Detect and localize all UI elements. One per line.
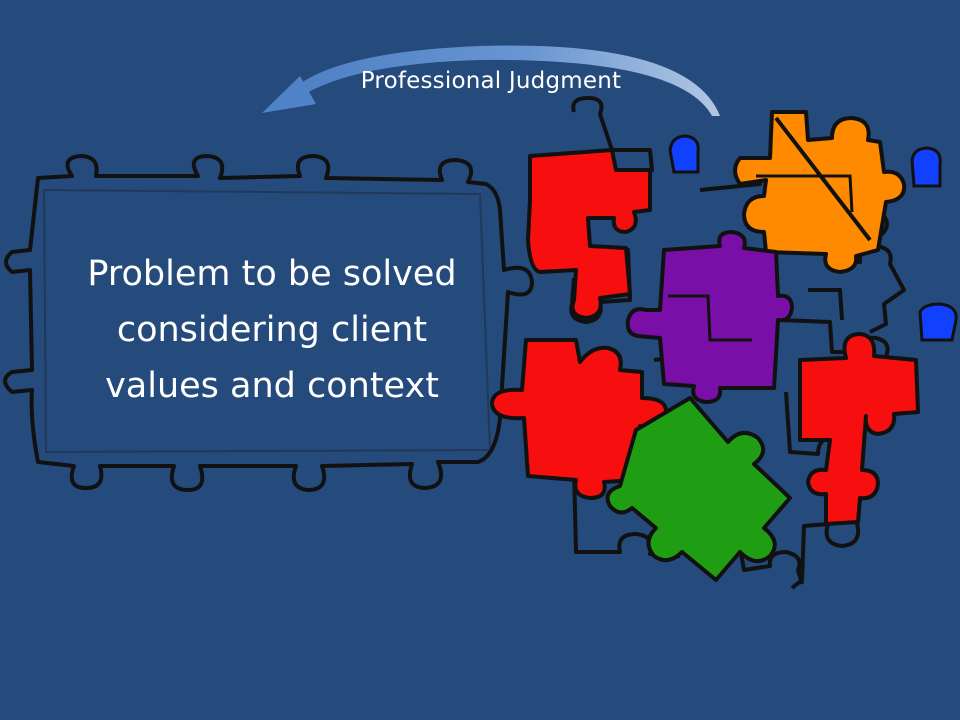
problem-statement: Problem to be solved considering client … [62,246,482,414]
green-puzzle-piece [605,396,792,582]
problem-statement-line-1: Problem to be solved [87,254,457,294]
problem-statement-line-3: values and context [105,366,439,406]
orange-puzzle-piece [733,110,907,274]
professional-judgment-label: Professional Judgment [360,68,622,94]
problem-puzzle-piece [3,154,534,492]
red-puzzle-piece [526,148,652,320]
curved-arrow-icon [262,45,720,116]
red-puzzle-piece-3 [798,332,920,526]
problem-statement-line-2: considering client [116,310,428,350]
blue-puzzle-pieces [668,134,958,342]
